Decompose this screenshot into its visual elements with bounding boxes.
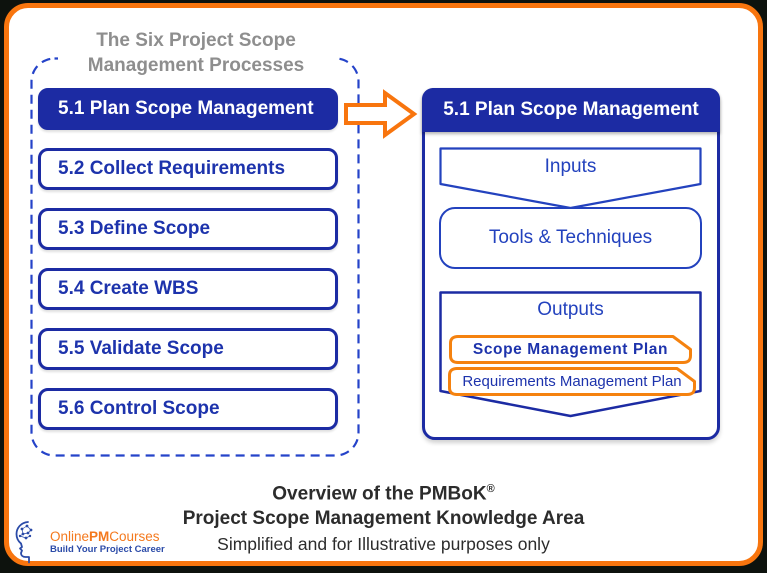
output-item-label: Requirements Management Plan [462,373,682,390]
inputs-label: Inputs [544,156,597,177]
caption: Overview of the PMBoK® Project Scope Man… [0,477,767,558]
process-label: 5.6 Control Scope [58,398,220,419]
outputs-label: Outputs [537,299,604,320]
caption-line1: Overview of the PMBoK® [272,483,495,505]
process-box-5-6: 5.6 Control Scope [38,388,338,430]
output-item-tag-shape [448,367,696,396]
process-box-5-1: 5.1 Plan Scope Management [38,88,338,130]
process-label: 5.3 Define Scope [58,218,211,239]
brand-name: OnlinePMCourses [50,528,160,544]
process-box-5-2: 5.2 Collect Requirements [38,148,338,190]
process-label: 5.1 Plan Scope Management [58,98,314,119]
process-box-5-3: 5.3 Define Scope [38,208,338,250]
group-title: The Six Project Scope Management Process… [58,28,334,78]
process-label: 5.2 Collect Requirements [58,158,286,179]
brand-pm: PM [89,528,110,544]
caption-line2: Project Scope Management Knowledge Area [182,508,585,530]
group-title-line1: The Six Project Scope [96,30,296,51]
process-detail-header-label: 5.1 Plan Scope Management [443,99,699,120]
output-item-requirements-management-plan: Requirements Management Plan [448,367,696,396]
process-detail-header: 5.1 Plan Scope Management [422,88,720,132]
flow-arrow-icon [344,89,418,139]
head-brain-icon [15,521,33,564]
registered-mark: ® [486,483,495,495]
process-label: 5.4 Create WBS [58,278,199,299]
caption-line3: Simplified and for Illustrative purposes… [217,534,550,555]
brand-logo-text: OnlinePMCourses Build Your Project Caree… [50,529,165,556]
brand-logo: OnlinePMCourses Build Your Project Caree… [12,519,165,565]
process-label: 5.5 Validate Scope [58,338,224,359]
output-item-tag-shape [449,335,692,364]
process-box-5-5: 5.5 Validate Scope [38,328,338,370]
output-item-label: Scope Management Plan [472,340,669,358]
group-title-line2: Management Processes [87,55,305,76]
tools-techniques-label: Tools & Techniques [488,227,653,248]
inputs-banner-shape [439,147,702,210]
process-box-5-4: 5.4 Create WBS [38,268,338,310]
tools-techniques-box: Tools & Techniques [439,207,702,269]
output-item-scope-management-plan: Scope Management Plan [449,335,692,364]
brand-tagline: Build Your Project Career [50,543,165,555]
